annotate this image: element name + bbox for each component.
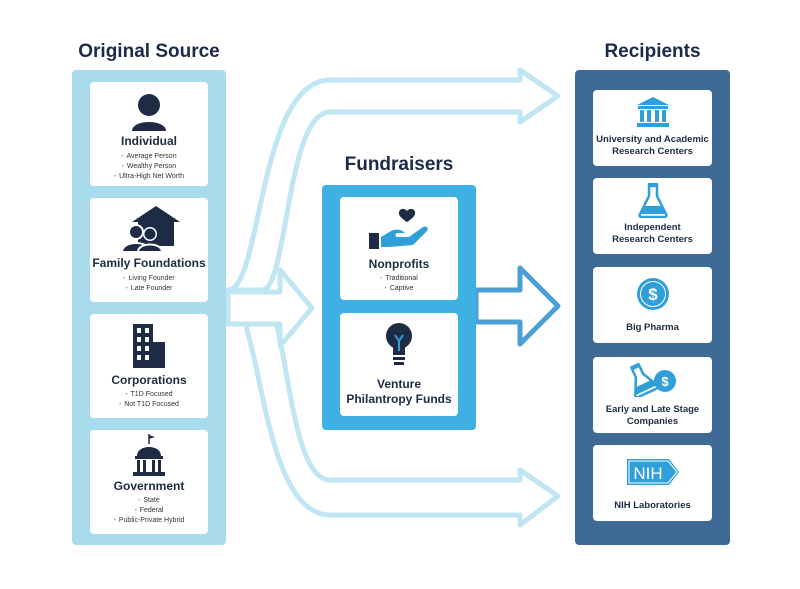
arrow-source-to-nih [225,297,561,528]
recipient-card-nih: NIH NIH Laboratories [593,445,712,521]
heading-recipients: Recipients [604,41,701,62]
list-item: Federal [90,506,208,516]
source-card-government: Government State Federal Public-Private … [90,430,208,534]
heading-original-source: Original Source [78,41,220,62]
list-item: Late Founder [90,284,208,294]
recipient-title: NIH Laboratories [614,500,691,511]
recipient-card-early-late-stage: $ Early and Late Stage Companies [593,357,712,433]
source-items: T1D Focused Not T1D Focused [90,390,208,410]
recipient-card-university: University and Academic Research Centers [593,90,712,166]
svg-text:$: $ [661,374,669,389]
dollar-coin-icon: $ [593,277,712,311]
list-item: Ultra-High Net Worth [90,172,208,182]
list-item: Captive [340,284,458,294]
list-item: Living Founder [90,274,208,284]
source-title: Corporations [111,373,187,387]
capitol-building-icon [90,434,208,478]
recipient-title-line-2: Companies [626,416,679,427]
source-card-individual: Individual Average Person Wealthy Person… [90,82,208,186]
original-source-panel: Individual Average Person Wealthy Person… [72,70,226,545]
recipient-card-big-pharma: $ Big Pharma [593,267,712,343]
source-items: Living Founder Late Founder [90,274,208,294]
svg-text:$: $ [648,285,658,304]
person-icon [90,91,208,131]
list-item: Traditional [340,274,458,284]
recipient-title-line-1: University and Academic [596,134,709,145]
nih-logo-icon: NIH [593,457,712,487]
recipients-panel: University and Academic Research Centers… [575,70,730,545]
fundraiser-title: Nonprofits [368,257,430,271]
hand-heart-icon [340,207,458,251]
list-item: State [90,496,208,506]
fundraiser-title-line-1: Venture [376,377,421,391]
list-item: Public-Private Hybrid [90,516,208,526]
university-icon [593,96,712,128]
source-title: Family Foundations [92,256,206,270]
family-house-icon [90,204,208,253]
flask-icon [593,182,712,219]
fundraiser-card-nonprofits: Nonprofits Traditional Captive [340,197,458,300]
office-building-icon [90,322,208,370]
arrow-source-to-university [225,67,561,293]
recipient-title-line-1: Independent [624,222,681,233]
recipient-title: Big Pharma [626,322,679,333]
list-item: T1D Focused [90,390,208,400]
source-items: Average Person Wealthy Person Ultra-High… [90,152,208,182]
arrow-fundraisers-to-recipients [473,265,561,347]
list-item: Not T1D Focused [90,400,208,410]
recipient-card-independent: Independent Research Centers [593,178,712,254]
source-title: Government [113,479,185,493]
source-title: Individual [120,134,177,148]
heading-fundraisers: Fundraisers [344,154,454,175]
fundraiser-card-venture-philanthropy: Venture Philantropy Funds [340,313,458,416]
list-item: Average Person [90,152,208,162]
flask-dollar-icon: $ [593,361,712,399]
recipient-title-line-2: Research Centers [612,146,693,157]
source-card-corporations: Corporations T1D Focused Not T1D Focused [90,314,208,418]
arrow-source-to-fundraisers [225,267,315,349]
fundraisers-panel: Nonprofits Traditional Captive Venture P… [322,185,476,430]
recipient-title-line-2: Research Centers [612,234,693,245]
fundraiser-items: Traditional Captive [340,274,458,294]
list-item: Wealthy Person [90,162,208,172]
recipient-title-line-1: Early and Late Stage [605,404,700,415]
lightbulb-icon [340,321,458,369]
fundraiser-title-line-2: Philantropy Funds [346,392,452,406]
source-card-family-foundations: Family Foundations Living Founder Late F… [90,198,208,302]
nih-logo-text: NIH [633,464,662,483]
source-items: State Federal Public-Private Hybrid [90,496,208,526]
